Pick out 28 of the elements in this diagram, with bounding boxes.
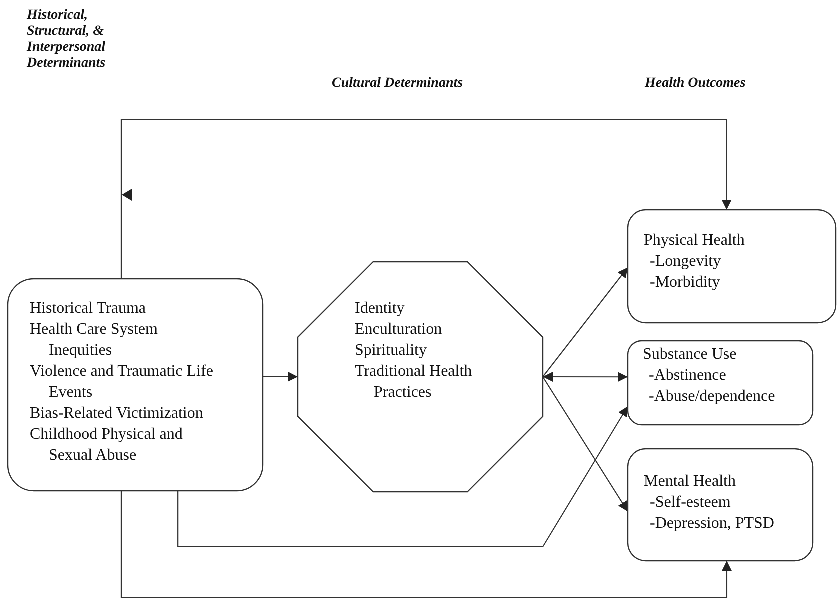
column-heading: Health Outcomes <box>645 76 747 92</box>
list-item: -Depression, PTSD <box>649 514 776 534</box>
list-item: -Self-esteem <box>649 493 732 513</box>
list-item: Violence and Traumatic Life Events <box>30 362 214 403</box>
list-item: Traditional Health Practices <box>355 362 474 403</box>
arrow <box>542 376 628 512</box>
list-item: Historical Trauma <box>30 299 147 319</box>
list-item: -Abstinence <box>648 366 728 386</box>
list-item: Health Care System Inequities <box>30 320 159 361</box>
list-item: Bias-Related Victimization <box>30 404 204 424</box>
arrow <box>178 406 628 548</box>
list-item: Identity <box>355 299 406 319</box>
arrow <box>543 372 628 382</box>
list-item: Spirituality <box>355 341 428 361</box>
arrow <box>120 119 732 279</box>
list-item: -Morbidity <box>649 273 722 293</box>
list-item: -Abuse/dependence <box>648 387 776 407</box>
list-item: Enculturation <box>355 320 444 340</box>
column-heading: Historical, Structural, & Interpersonal Determinants <box>27 8 107 72</box>
list-item: Childhood Physical and Sexual Abuse <box>30 425 184 466</box>
box-heading: Substance Use <box>643 345 738 365</box>
box-heading: Physical Health <box>644 231 746 251</box>
list-item: -Longevity <box>649 252 722 272</box>
arrow <box>542 267 628 378</box>
column-heading: Cultural Determinants <box>332 76 464 92</box>
box-heading: Mental Health <box>644 472 737 492</box>
arrow <box>263 372 298 382</box>
arrow <box>120 491 732 599</box>
